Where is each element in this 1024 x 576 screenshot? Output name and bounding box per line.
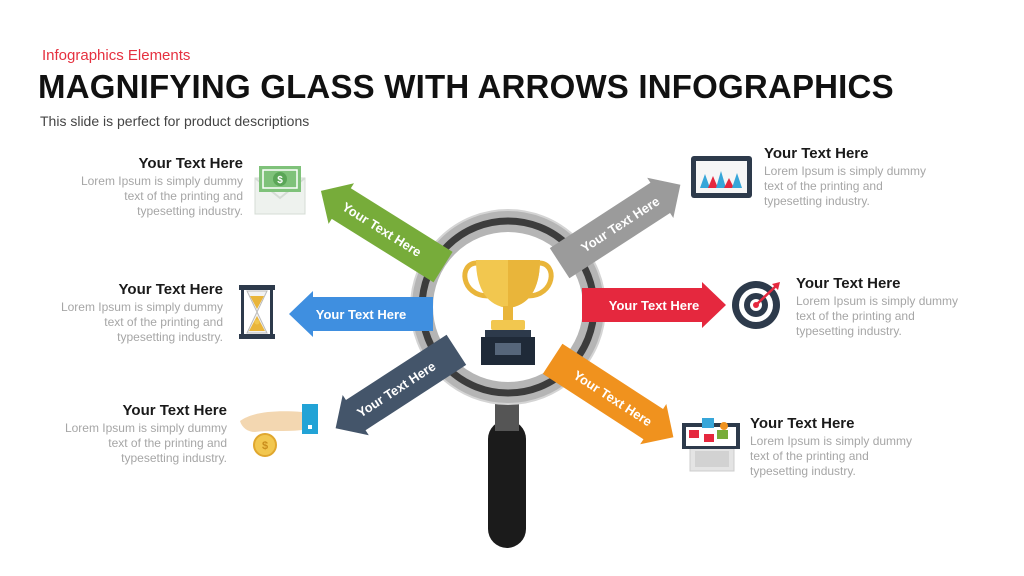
block-heading: Your Text Here [764, 145, 869, 162]
block-heading: Your Text Here [796, 275, 901, 292]
hand-coin-icon: $ [240, 404, 318, 457]
supertitle: Infographics Elements [42, 47, 191, 64]
arrow-left: Your Text Here [289, 291, 433, 337]
block-body: Lorem Ipsum is simply dummy text of the … [796, 294, 959, 338]
arrow-upper-left: Your Text Here [320, 183, 453, 283]
arrow-label: Your Text Here [609, 298, 700, 313]
target-icon [732, 281, 780, 329]
text-block-left-2: Your Text Here Lorem Ipsum is simply dum… [48, 281, 223, 345]
text-block-left-3: Your Text Here Lorem Ipsum is simply dum… [52, 402, 227, 466]
arrow-lower-right: Your Text Here [542, 343, 674, 445]
money-envelope-icon: $ [254, 166, 306, 215]
laptop-media-icon [682, 418, 740, 472]
subtitle: This slide is perfect for product descri… [40, 113, 310, 129]
text-block-left-1: Your Text Here Lorem Ipsum is simply dum… [68, 155, 243, 219]
block-body: Lorem Ipsum is simply dummy text of the … [80, 174, 243, 218]
block-body: Lorem Ipsum is simply dummy text of the … [64, 421, 227, 465]
page-title: MAGNIFYING GLASS WITH ARROWS INFOGRAPHIC… [38, 68, 894, 105]
svg-text:$: $ [277, 175, 283, 186]
hourglass-icon [239, 285, 275, 339]
text-block-right-3: Your Text Here Lorem Ipsum is simply dum… [750, 415, 925, 479]
text-block-right-2: Your Text Here Lorem Ipsum is simply dum… [796, 275, 971, 339]
block-body: Lorem Ipsum is simply dummy text of the … [60, 300, 223, 344]
block-heading: Your Text Here [138, 155, 243, 172]
tablet-chart-icon [691, 156, 752, 198]
block-body: Lorem Ipsum is simply dummy text of the … [764, 164, 927, 208]
block-heading: Your Text Here [122, 402, 227, 419]
block-body: Lorem Ipsum is simply dummy text of the … [750, 434, 913, 478]
arrow-label: Your Text Here [316, 307, 407, 322]
block-heading: Your Text Here [118, 281, 223, 298]
svg-text:$: $ [262, 440, 268, 452]
arrow-right: Your Text Here [582, 282, 726, 328]
trophy-icon [462, 260, 554, 365]
arrow-lower-left: Your Text Here [335, 334, 467, 436]
text-block-right-1: Your Text Here Lorem Ipsum is simply dum… [764, 145, 939, 209]
arrow-upper-right: Your Text Here [549, 177, 681, 279]
block-heading: Your Text Here [750, 415, 855, 432]
